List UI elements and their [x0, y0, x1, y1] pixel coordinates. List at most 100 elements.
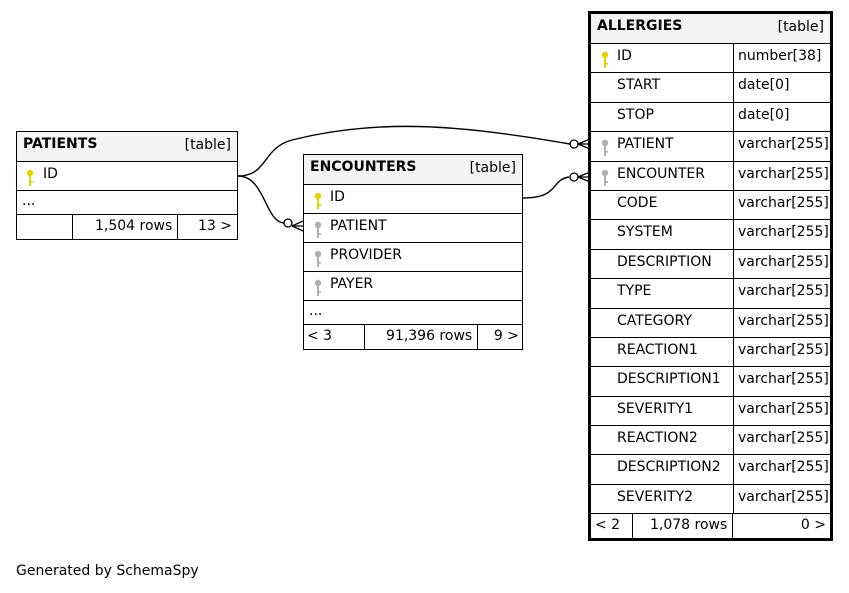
relationship-encounters-patient — [237, 175, 285, 224]
table-kind: [table] — [184, 137, 231, 153]
footer-children[interactable]: 0 > — [800, 517, 826, 534]
table-patients[interactable]: PATIENTS [table] ID ... 1,504 rows 13 > — [16, 131, 238, 240]
table-footer: < 2 1,078 rows 0 > — [591, 514, 830, 539]
column-type: varchar[255] — [733, 367, 829, 396]
column-name: ID — [43, 166, 58, 182]
column-name: SEVERITY2 — [617, 488, 694, 505]
column-row-description1[interactable]: DESCRIPTION1 varchar[255] — [591, 367, 830, 397]
footer-children[interactable]: 9 > — [493, 328, 519, 344]
footer-row-count: 91,396 rows — [386, 328, 473, 344]
footer-divider — [72, 215, 73, 239]
footer-parents[interactable]: < 3 — [307, 328, 333, 344]
column-row-start[interactable]: START date[0] — [591, 73, 830, 103]
relationship-allergies-patient-circle — [569, 139, 579, 149]
column-row-provider[interactable]: PROVIDER — [304, 243, 522, 272]
column-type: varchar[255] — [733, 249, 829, 279]
column-row-description2[interactable]: DESCRIPTION2 varchar[255] — [591, 455, 830, 485]
primary-key-icon — [601, 51, 609, 68]
column-type: date[0] — [733, 73, 789, 102]
column-name: DESCRIPTION — [617, 253, 712, 270]
table-header: ENCOUNTERS [table] — [304, 155, 522, 185]
column-name: ENCOUNTER — [617, 165, 705, 182]
column-name: PAYER — [330, 276, 374, 292]
relationship-allergies-encounter-circle — [569, 172, 579, 182]
footer-divider — [477, 325, 478, 349]
column-name: CATEGORY — [617, 312, 692, 329]
foreign-key-icon — [601, 139, 609, 157]
footer-parents[interactable]: < 2 — [595, 517, 621, 534]
column-name: DESCRIPTION1 — [617, 371, 721, 388]
column-type: varchar[255] — [733, 396, 829, 426]
column-row-id[interactable]: ID — [17, 162, 237, 191]
table-encounters[interactable]: ENCOUNTERS [table] ID PATIENT PROVIDER P… — [303, 154, 523, 350]
column-row-type[interactable]: TYPE varchar[255] — [591, 279, 830, 309]
column-type: varchar[255] — [733, 308, 829, 337]
relationship-encounters-patient-circle — [283, 218, 293, 228]
footer-divider — [364, 325, 365, 349]
foreign-key-icon — [314, 221, 322, 238]
column-name: START — [617, 77, 661, 94]
relationship-allergies-patient — [237, 125, 571, 177]
column-row-id[interactable]: ID number[38] — [591, 44, 830, 74]
table-footer: < 3 91,396 rows 9 > — [304, 325, 522, 349]
column-type: varchar[255] — [733, 132, 829, 161]
table-kind: [table] — [469, 160, 516, 176]
foreign-key-icon — [314, 279, 322, 296]
ellipsis: ... — [22, 193, 36, 209]
more-columns: ... — [17, 191, 237, 215]
column-row-severity1[interactable]: SEVERITY1 varchar[255] — [591, 396, 830, 427]
table-kind: [table] — [777, 19, 824, 35]
column-row-description[interactable]: DESCRIPTION varchar[255] — [591, 249, 830, 280]
column-row-patient[interactable]: PATIENT varchar[255] — [591, 132, 830, 162]
column-row-id[interactable]: ID — [304, 185, 522, 214]
table-header: PATIENTS [table] — [17, 132, 237, 162]
table-name[interactable]: ENCOUNTERS — [310, 159, 417, 175]
primary-key-icon — [26, 169, 34, 186]
column-row-encounter[interactable]: ENCOUNTER varchar[255] — [591, 161, 830, 191]
relationship-allergies-encounter — [522, 176, 570, 199]
more-columns: ... — [304, 301, 522, 325]
ellipsis: ... — [309, 303, 323, 319]
column-type: varchar[255] — [733, 426, 829, 455]
table-name[interactable]: ALLERGIES — [597, 18, 683, 34]
column-name: DESCRIPTION2 — [617, 459, 721, 476]
column-row-patient[interactable]: PATIENT — [304, 214, 522, 243]
table-name[interactable]: PATIENTS — [23, 136, 98, 152]
foreign-key-icon — [314, 250, 322, 267]
footer-divider — [632, 514, 633, 539]
credit-text: Generated by SchemaSpy — [16, 563, 199, 579]
column-name: SYSTEM — [617, 224, 673, 241]
table-header: ALLERGIES [table] — [591, 14, 830, 44]
column-name: TYPE — [617, 283, 652, 300]
column-row-category[interactable]: CATEGORY varchar[255] — [591, 308, 830, 338]
column-row-reaction2[interactable]: REACTION2 varchar[255] — [591, 426, 830, 456]
table-allergies[interactable]: ALLERGIES [table] ID number[38] START date[… — [588, 11, 833, 542]
relationship-encounters-patient-crowfoot — [291, 220, 304, 232]
primary-key-icon — [314, 192, 322, 209]
column-name: REACTION2 — [617, 430, 698, 447]
footer-row-count: 1,078 rows — [650, 517, 728, 534]
footer-row-count: 1,504 rows — [95, 218, 173, 234]
column-name: PATIENT — [330, 218, 387, 234]
column-name: CODE — [617, 194, 658, 211]
foreign-key-icon — [601, 169, 609, 186]
column-type: varchar[255] — [733, 279, 829, 308]
footer-children[interactable]: 13 > — [198, 218, 232, 234]
column-name: STOP — [617, 106, 654, 123]
column-name: ID — [617, 48, 632, 64]
column-name: PATIENT — [617, 136, 674, 153]
column-row-payer[interactable]: PAYER — [304, 272, 522, 301]
column-type: number[38] — [733, 44, 821, 73]
column-type: varchar[255] — [733, 455, 829, 484]
column-type: varchar[255] — [733, 337, 829, 367]
column-type: varchar[255] — [733, 190, 829, 220]
footer-divider — [732, 514, 733, 539]
column-type: varchar[255] — [733, 161, 829, 190]
column-name: SEVERITY1 — [617, 400, 694, 417]
column-row-code[interactable]: CODE varchar[255] — [591, 190, 830, 221]
